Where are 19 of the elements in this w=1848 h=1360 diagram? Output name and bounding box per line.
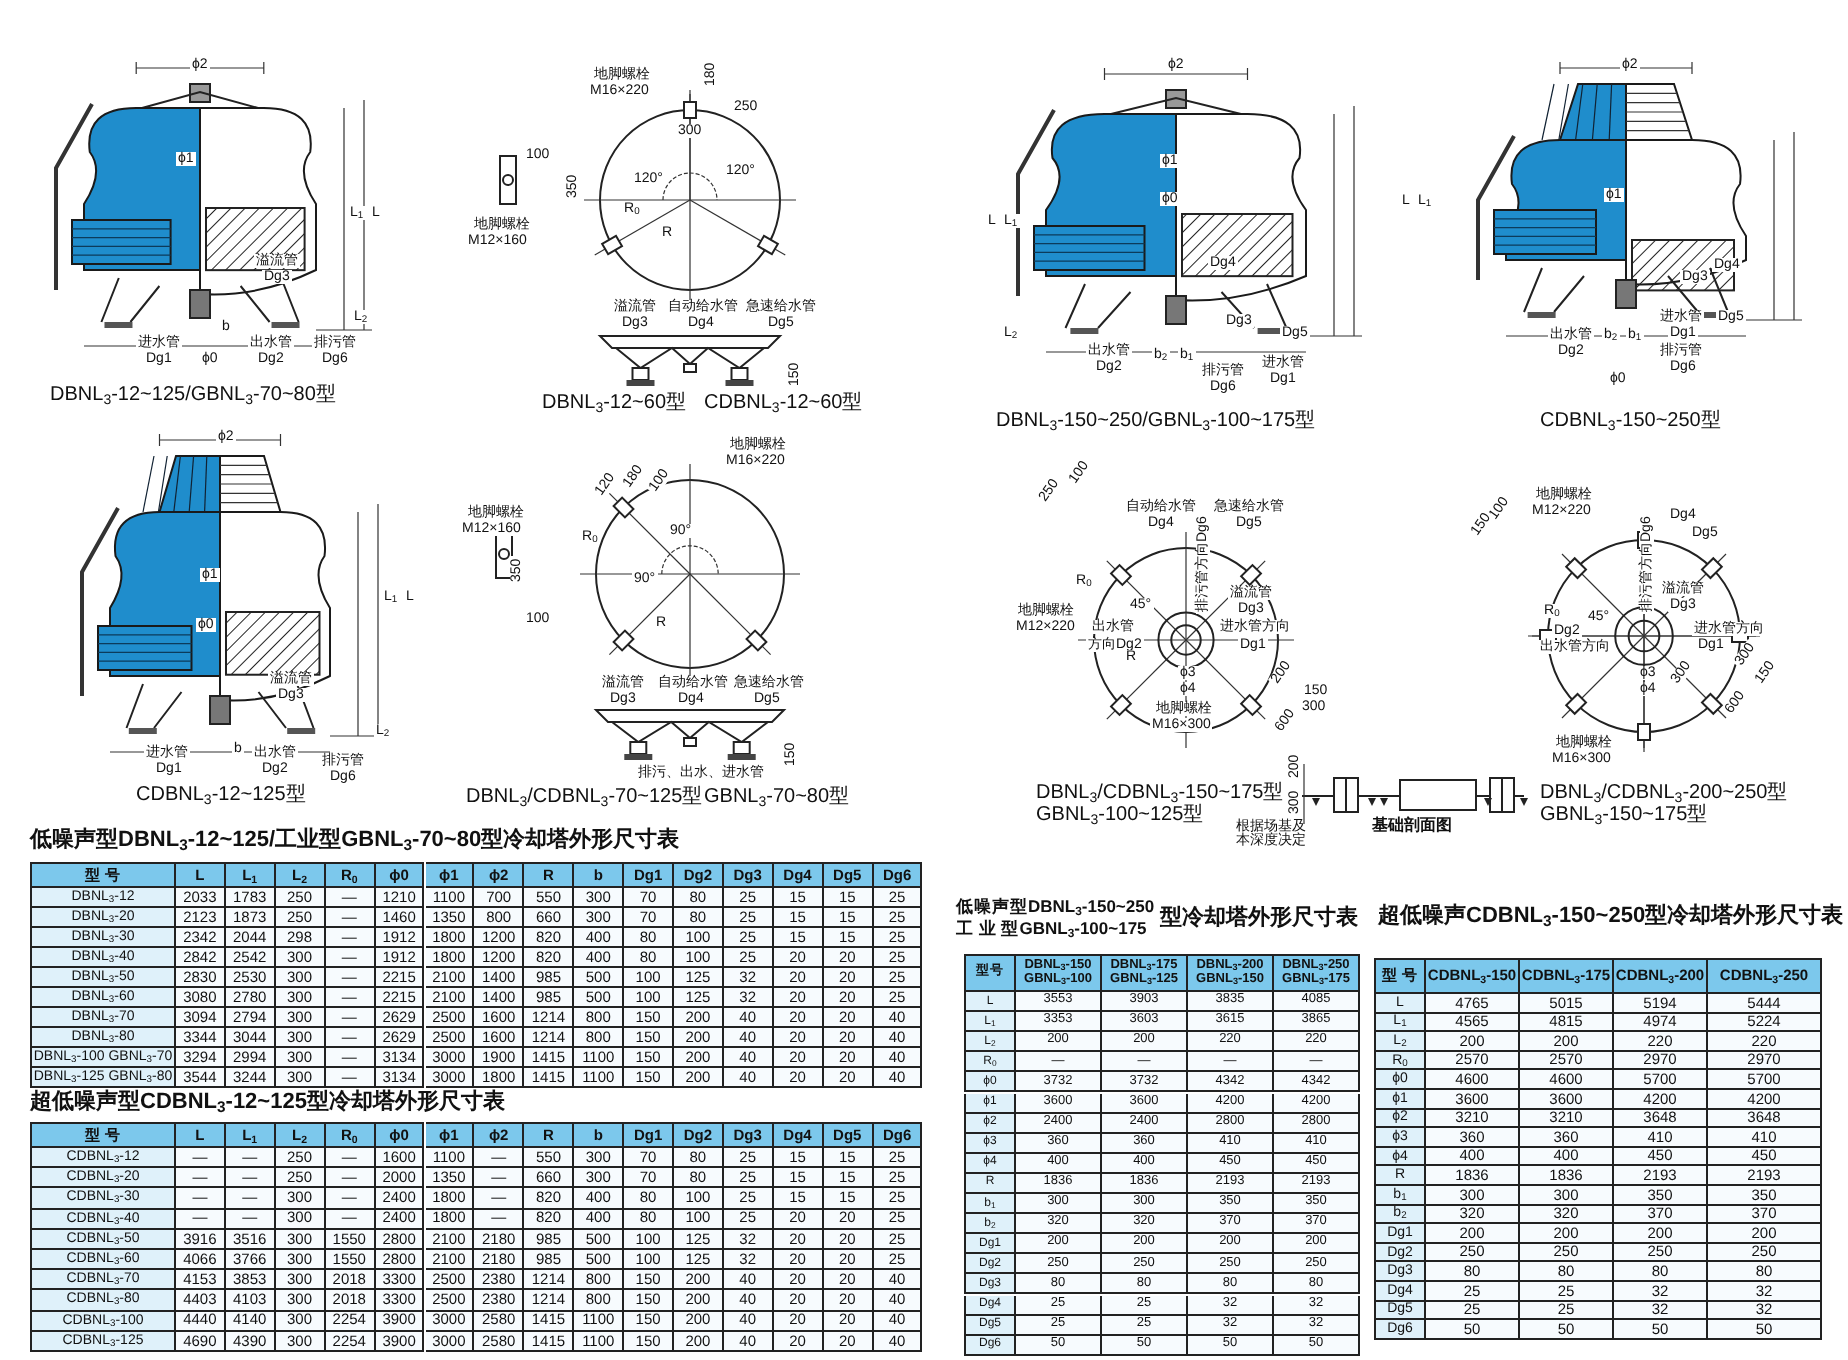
drawing-caption: CDBNL$_{3}$-12~60型 <box>704 394 863 414</box>
table-title: 低噪声型DBNL$_{3}$-150~250 <box>956 898 1155 915</box>
drawing-caption: CDBNL$_{3}$-150~250型 <box>1540 412 1721 432</box>
table-title: 超低噪声CDBNL$_{3}$-150~250型冷却塔外形尺寸表 <box>1378 906 1844 928</box>
section-caption: 基础剖面图 <box>1372 818 1452 834</box>
table-title: 工 业 型GBNL$_{3}$-100~175 <box>956 920 1147 937</box>
drawing-caption: DBNL$_{3}$-12~60型 <box>542 394 687 414</box>
drawing-caption: DBNL$_{3}$/CDBNL$_{3}$-70~125型 <box>466 788 703 808</box>
drawing-caption: DBNL$_{3}$-150~250/GBNL$_{3}$-100~175型 <box>996 412 1316 432</box>
drawing-caption: GBNL$_{3}$-70~80型 <box>704 788 850 808</box>
drawing-caption: CDBNL$_{3}$-12~125型 <box>136 786 306 806</box>
drawing-caption: DBNL$_{3}$-12~125/GBNL$_{3}$-70~80型 <box>50 386 336 406</box>
drawing-caption: GBNL$_{3}$-150~175型 <box>1540 806 1708 826</box>
drawing-caption: DBNL$_{3}$/CDBNL$_{3}$-200~250型 <box>1540 784 1788 804</box>
table-title: 型冷却塔外形尺寸表 <box>1160 908 1358 930</box>
table-title: 超低噪声型CDBNL$_{3}$-12~125型冷却塔外形尺寸表 <box>30 1092 505 1114</box>
drawing-caption: GBNL$_{3}$-100~125型 <box>1036 806 1204 826</box>
drawing-caption: DBNL$_{3}$/CDBNL$_{3}$-150~175型 <box>1036 784 1284 804</box>
table-title: 低噪声型DBNL$_{3}$-12~125/工业型GBNL$_{3}$-70~80型冷却塔外形尺寸表 <box>30 830 680 852</box>
